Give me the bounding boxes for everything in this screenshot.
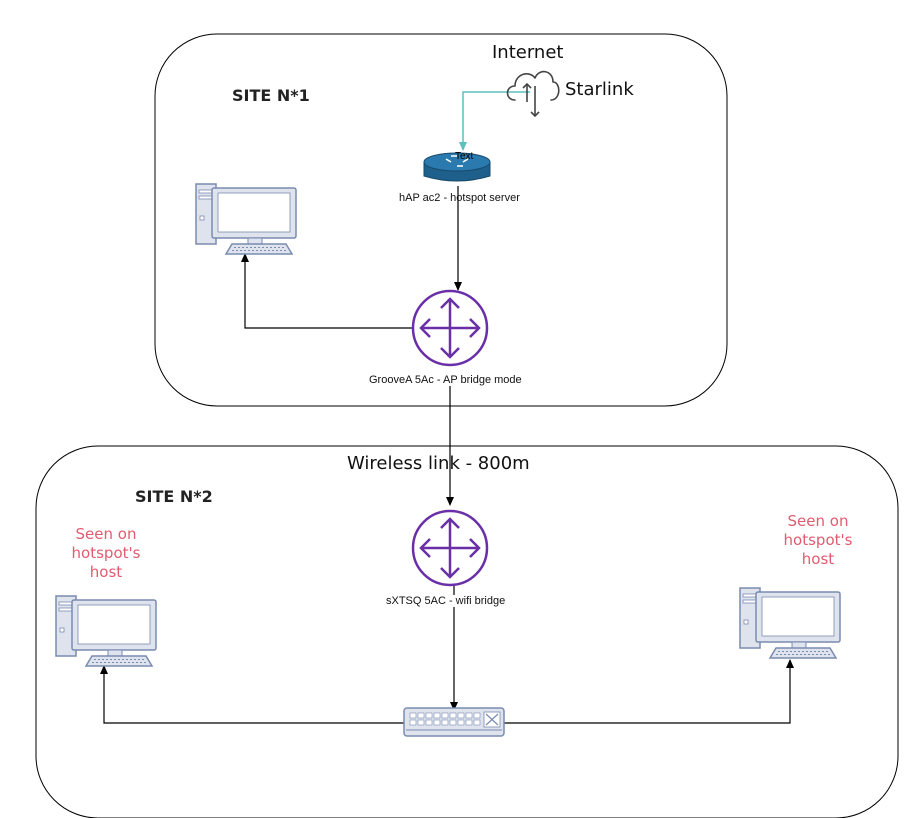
pc-left-icon — [55, 595, 157, 667]
switch-to-pc-right-link — [503, 659, 794, 724]
router-label: hAP ac2 - hotspot server — [399, 192, 520, 204]
router-icon — [423, 152, 491, 182]
seen-on-host-left-note: Seen on hotspot's host — [71, 525, 141, 581]
seen-on-host-right-note: Seen on hotspot's host — [783, 512, 853, 568]
cloud-icon — [506, 70, 560, 118]
bridge-wireless-router-icon — [411, 509, 489, 587]
pc-site1-icon — [195, 183, 297, 255]
site2-boundary — [35, 445, 899, 818]
bridge-label: sXTSQ 5AC - wifi bridge — [386, 595, 506, 607]
ap-wireless-router-icon — [411, 289, 489, 367]
switch-to-pc-left-link — [100, 665, 405, 724]
switch-icon — [403, 707, 505, 737]
pc-right-icon — [739, 587, 841, 659]
site2-title: SITE N*2 — [135, 487, 213, 506]
wireless-link-label: Wireless link - 800m — [347, 453, 530, 474]
site1-boundary — [154, 33, 728, 407]
starlink-label: Starlink — [565, 79, 634, 100]
ap-to-pc1-link — [241, 253, 412, 329]
starlink-to-router-link — [459, 91, 530, 151]
ap-label: GrooveA 5Ac - AP bridge mode — [369, 374, 522, 386]
site1-title: SITE N*1 — [232, 86, 310, 105]
router-badge-text: Text — [455, 151, 474, 162]
internet-label: Internet — [492, 42, 564, 63]
